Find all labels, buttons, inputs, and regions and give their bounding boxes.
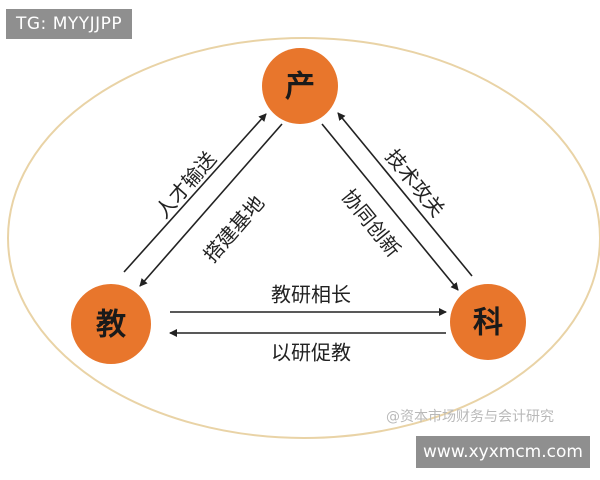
edge-label-bottom-bottom: 以研促教 bbox=[271, 341, 351, 365]
node-top-label: 产 bbox=[285, 70, 315, 105]
watermark-text: @资本市场财务与会计研究 bbox=[386, 409, 554, 425]
arrow-right-inner bbox=[321, 123, 459, 291]
edge-label-right-inner: 协同创新 bbox=[337, 184, 406, 261]
edge-label-left-up: 人才输送 bbox=[151, 147, 222, 223]
arrow-left-down bbox=[139, 123, 283, 287]
edge-label-bottom-top: 教研相长 bbox=[271, 283, 351, 307]
node-top: 产 bbox=[262, 48, 338, 124]
edge-label-right-outer: 技术攻关 bbox=[381, 144, 450, 221]
tg-tag: TG: MYYJJPP bbox=[6, 9, 133, 39]
node-left: 教 bbox=[71, 284, 151, 364]
arrow-left-up bbox=[123, 113, 267, 273]
node-left-label: 教 bbox=[96, 308, 126, 343]
edge-label-left-down: 搭建基地 bbox=[199, 191, 270, 267]
node-right-label: 科 bbox=[473, 306, 503, 341]
outer-ellipse bbox=[7, 37, 600, 439]
node-right: 科 bbox=[450, 284, 526, 360]
url-badge: www.xyxmcm.com bbox=[416, 436, 590, 468]
arrow-right-outer bbox=[337, 112, 473, 277]
